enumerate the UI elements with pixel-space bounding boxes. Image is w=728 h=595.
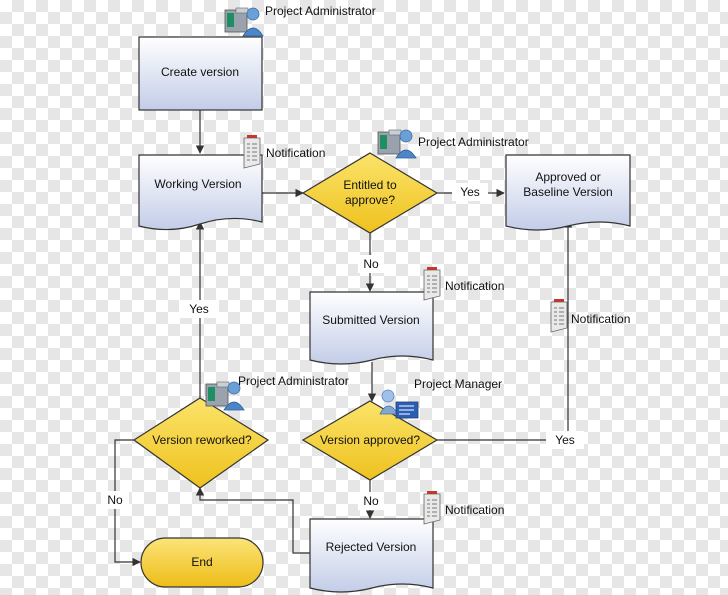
node-entitled-line2: approve? bbox=[345, 193, 395, 207]
annotation-project-admin-reworked: Project Administrator bbox=[238, 374, 349, 388]
edge-label-yes-entitled: Yes bbox=[452, 183, 488, 201]
notification-doc-icon bbox=[423, 266, 441, 301]
svg-text:Yes: Yes bbox=[189, 302, 209, 316]
node-approved-line1: Approved or bbox=[535, 170, 600, 184]
node-submitted-version-label: Submitted Version bbox=[322, 313, 419, 327]
edge-rejected-to-reworked bbox=[195, 487, 310, 554]
annotation-notification-approved: Notification bbox=[571, 312, 630, 326]
node-end[interactable]: End bbox=[140, 537, 264, 588]
notification-doc-icon bbox=[423, 490, 441, 525]
annotation-project-admin-entitled: Project Administrator bbox=[418, 135, 529, 149]
svg-text:No: No bbox=[363, 257, 379, 271]
edge-approved-yes bbox=[437, 219, 573, 441]
node-version-reworked-label: Version reworked? bbox=[152, 433, 252, 447]
annotation-notification-rejected: Notification bbox=[445, 503, 504, 517]
svg-text:Yes: Yes bbox=[460, 185, 480, 199]
edge-label-no-entitled: No bbox=[358, 255, 384, 273]
svg-text:Yes: Yes bbox=[555, 433, 575, 447]
node-submitted-version[interactable]: Submitted Version bbox=[309, 291, 434, 365]
edge-label-yes-approved: Yes bbox=[546, 431, 584, 449]
notification-doc-icon bbox=[243, 134, 261, 169]
node-entitled-line1: Entitled to bbox=[343, 178, 397, 192]
node-version-reworked[interactable]: Version reworked? bbox=[132, 397, 270, 489]
node-end-label: End bbox=[191, 555, 212, 569]
edge-label-no-reworked: No bbox=[101, 491, 129, 509]
annotation-project-admin-top: Project Administrator bbox=[265, 4, 376, 18]
node-entitled-to-approve[interactable]: Entitled to approve? bbox=[301, 152, 439, 234]
node-create-version[interactable]: Create version bbox=[138, 36, 263, 111]
annotation-notification-submitted: Notification bbox=[445, 279, 504, 293]
edge-label-no-approved: No bbox=[358, 492, 384, 510]
annotation-project-manager: Project Manager bbox=[414, 377, 502, 391]
node-rejected-version[interactable]: Rejected Version bbox=[309, 518, 434, 593]
node-working-version-label: Working Version bbox=[154, 177, 241, 191]
svg-text:No: No bbox=[363, 494, 379, 508]
administrator-icon bbox=[377, 129, 417, 159]
node-working-version[interactable]: Working Version bbox=[138, 154, 263, 231]
node-rejected-version-label: Rejected Version bbox=[326, 540, 417, 554]
svg-text:No: No bbox=[107, 493, 123, 507]
edge-label-yes-reworked: Yes bbox=[179, 300, 219, 318]
manager-icon bbox=[379, 389, 419, 419]
node-version-approved-label: Version approved? bbox=[320, 433, 420, 447]
node-approved-line2: Baseline Version bbox=[523, 185, 612, 199]
node-create-version-label: Create version bbox=[161, 65, 239, 79]
node-approved-baseline-version[interactable]: Approved or Baseline Version bbox=[505, 154, 631, 231]
notification-doc-icon bbox=[550, 298, 568, 333]
annotation-notification-working: Notification bbox=[266, 146, 325, 160]
node-version-approved[interactable]: Version approved? bbox=[301, 400, 439, 481]
administrator-icon bbox=[224, 7, 264, 37]
